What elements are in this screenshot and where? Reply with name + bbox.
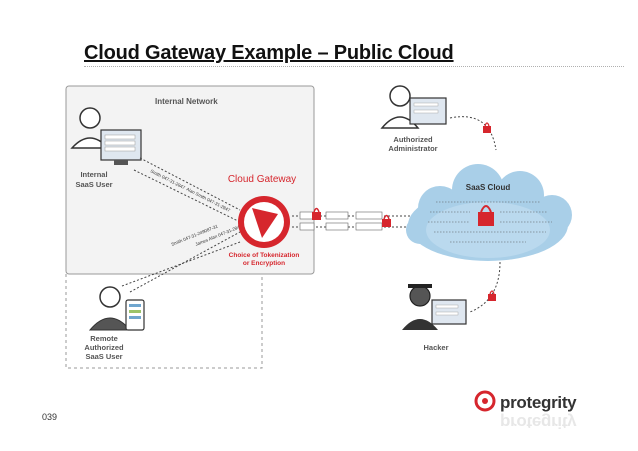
title-divider xyxy=(84,66,624,68)
gateway-caption-2: or Encryption xyxy=(243,260,285,267)
hacker-icon xyxy=(402,284,467,330)
saas-cloud-label: SaaS Cloud xyxy=(466,183,511,192)
brand-name: protegrity xyxy=(500,393,577,412)
gateway-caption-1: Choice of Tokenization xyxy=(229,252,300,259)
internal-network-label: Internal Network xyxy=(155,97,218,106)
saas-cloud-icon xyxy=(406,164,572,261)
internal-user-label-2: SaaS User xyxy=(75,180,112,189)
internal-user-icon xyxy=(70,107,142,165)
remote-user-icon xyxy=(88,286,145,331)
admin-flow-line xyxy=(449,116,497,151)
hacker-label: Hacker xyxy=(423,343,448,352)
protegrity-logo-icon xyxy=(474,390,496,412)
remote-flow-line-b xyxy=(121,241,241,287)
remote-user-label-1: Remote xyxy=(90,334,118,343)
remote-flow-line-a xyxy=(129,231,241,293)
brand-reflection: protegrity xyxy=(500,413,577,432)
admin-label-2: Administrator xyxy=(388,144,437,153)
remote-user-label-2: Authorized xyxy=(84,343,124,352)
lock-icon xyxy=(312,207,321,220)
lock-icon xyxy=(488,290,496,301)
hacker-flow-line xyxy=(469,261,501,313)
administrator-icon xyxy=(380,85,447,129)
lock-icon xyxy=(382,214,391,227)
admin-label-1: Authorized xyxy=(393,135,433,144)
slide-number: 039 xyxy=(42,412,58,422)
internal-user-label-1: Internal xyxy=(80,170,107,179)
remote-user-label-3: SaaS User xyxy=(85,352,122,361)
slide-title: Cloud Gateway Example – Public Cloud xyxy=(84,42,454,64)
lock-icon xyxy=(483,122,491,133)
internal-flow-line-a xyxy=(139,157,241,211)
gateway-cloud-token-boxes xyxy=(299,211,383,231)
cloud-gateway-label: Cloud Gateway xyxy=(228,174,296,185)
remote-zone-outline xyxy=(65,274,263,369)
cloud-gateway-icon xyxy=(238,196,290,248)
